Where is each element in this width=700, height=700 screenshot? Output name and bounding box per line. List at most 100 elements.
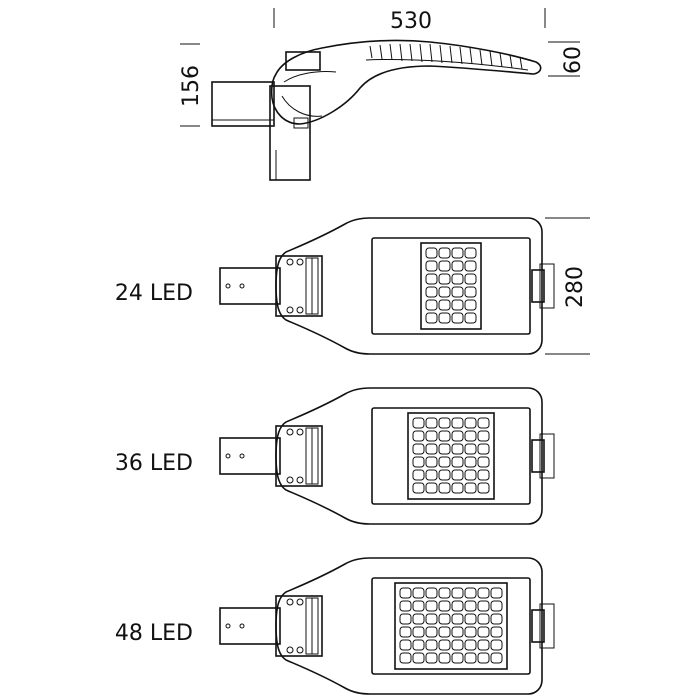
led-cell bbox=[438, 626, 451, 638]
led-cell bbox=[464, 626, 477, 638]
led-cell bbox=[451, 587, 464, 599]
led-cell bbox=[438, 247, 451, 259]
led-cell bbox=[490, 652, 503, 664]
led-cell bbox=[477, 443, 490, 455]
led-cell bbox=[438, 260, 451, 272]
led-cell bbox=[451, 299, 464, 311]
spigot bbox=[219, 267, 281, 305]
led-cell bbox=[451, 469, 464, 481]
led-cell bbox=[451, 482, 464, 494]
led-cell bbox=[464, 299, 477, 311]
led-cell bbox=[438, 600, 451, 612]
led-cell bbox=[451, 652, 464, 664]
led-cell bbox=[412, 613, 425, 625]
led-cell bbox=[438, 613, 451, 625]
bracket-clamp bbox=[275, 255, 323, 317]
led-cell bbox=[425, 273, 438, 285]
led-cell bbox=[464, 286, 477, 298]
spigot bbox=[219, 437, 281, 475]
latch bbox=[531, 439, 545, 473]
led-cell bbox=[451, 613, 464, 625]
led-cell bbox=[464, 613, 477, 625]
led-cell bbox=[438, 482, 451, 494]
dim-60-label: 60 bbox=[561, 46, 586, 74]
bracket-clamp bbox=[275, 425, 323, 487]
led-cell bbox=[425, 299, 438, 311]
led-cell bbox=[477, 482, 490, 494]
bracket-plate bbox=[269, 85, 311, 181]
housing-outline bbox=[275, 557, 543, 695]
led-cell bbox=[464, 482, 477, 494]
side-view: 530 60 156 bbox=[179, 8, 586, 181]
led-cell bbox=[438, 469, 451, 481]
variant-label: 48 LED bbox=[115, 621, 193, 646]
spigot bbox=[219, 607, 281, 645]
dim-280-label: 280 bbox=[563, 266, 588, 308]
led-cell bbox=[490, 613, 503, 625]
led-module-frame bbox=[371, 577, 531, 675]
led-cell bbox=[438, 443, 451, 455]
led-cell bbox=[451, 247, 464, 259]
led-cell bbox=[451, 430, 464, 442]
led-cell bbox=[438, 639, 451, 651]
led-cell bbox=[425, 417, 438, 429]
led-cell bbox=[425, 652, 438, 664]
cooling-fins bbox=[365, 43, 529, 71]
led-cell bbox=[399, 587, 412, 599]
led-cell bbox=[412, 469, 425, 481]
led-cell bbox=[412, 443, 425, 455]
led-cell bbox=[425, 626, 438, 638]
led-cell bbox=[412, 430, 425, 442]
led-cell bbox=[425, 482, 438, 494]
led-cell bbox=[451, 273, 464, 285]
led-cell bbox=[477, 626, 490, 638]
led-cell bbox=[412, 456, 425, 468]
led-cell bbox=[464, 260, 477, 272]
led-cell bbox=[464, 247, 477, 259]
led-cell bbox=[464, 587, 477, 599]
led-cell bbox=[477, 417, 490, 429]
housing-profile bbox=[270, 39, 542, 125]
led-board bbox=[407, 412, 495, 500]
plan-view-48-led: 48 LED bbox=[115, 557, 555, 695]
led-cell bbox=[464, 639, 477, 651]
led-cell bbox=[464, 443, 477, 455]
led-cell bbox=[464, 312, 477, 324]
led-cell bbox=[451, 260, 464, 272]
led-cell bbox=[464, 469, 477, 481]
led-cell bbox=[412, 639, 425, 651]
led-cell bbox=[425, 430, 438, 442]
led-cell bbox=[464, 652, 477, 664]
led-cell bbox=[425, 312, 438, 324]
plan-view-36-led: 36 LED bbox=[115, 387, 555, 525]
led-cell bbox=[477, 430, 490, 442]
bracket-clamp bbox=[275, 595, 323, 657]
spigot-block bbox=[211, 81, 275, 127]
led-board bbox=[394, 582, 508, 670]
dim-156-label: 156 bbox=[179, 65, 204, 107]
led-cell bbox=[464, 273, 477, 285]
led-cell bbox=[399, 652, 412, 664]
led-cell bbox=[477, 600, 490, 612]
led-cell bbox=[425, 247, 438, 259]
led-cell bbox=[399, 626, 412, 638]
led-cell bbox=[425, 587, 438, 599]
led-cell bbox=[464, 456, 477, 468]
led-cell bbox=[451, 639, 464, 651]
variant-label: 36 LED bbox=[115, 451, 193, 476]
led-cell bbox=[438, 312, 451, 324]
led-cell bbox=[438, 299, 451, 311]
led-cell bbox=[464, 600, 477, 612]
led-cell bbox=[425, 260, 438, 272]
led-cell bbox=[399, 639, 412, 651]
led-cell bbox=[438, 430, 451, 442]
led-cell bbox=[438, 417, 451, 429]
hinge-block bbox=[285, 51, 321, 71]
led-cell bbox=[425, 443, 438, 455]
led-cell bbox=[490, 626, 503, 638]
led-cell bbox=[412, 482, 425, 494]
led-cell bbox=[425, 613, 438, 625]
led-cell bbox=[477, 613, 490, 625]
led-cell bbox=[451, 417, 464, 429]
led-cell bbox=[451, 626, 464, 638]
